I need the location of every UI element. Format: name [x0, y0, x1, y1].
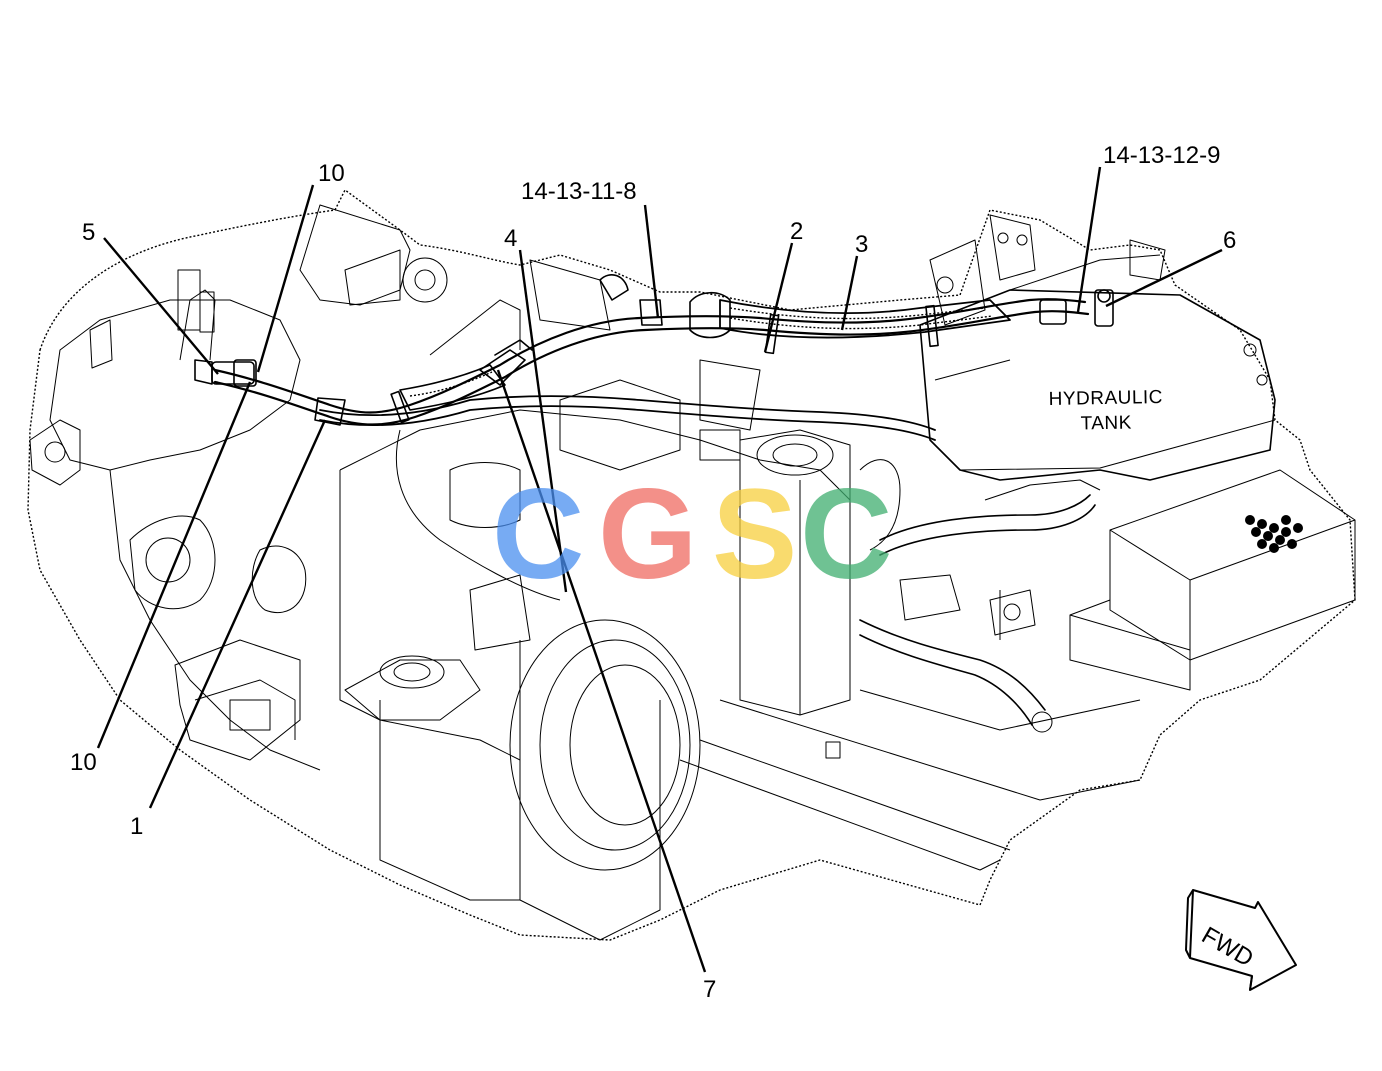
tank-label-line2: TANK — [1080, 413, 1132, 435]
leader-lines — [96, 166, 1223, 973]
leader-3 — [840, 255, 859, 331]
hydraulic-hose-assembly — [194, 274, 1114, 441]
leader-4 — [518, 249, 568, 593]
leader-2 — [763, 242, 794, 353]
watermark-letter-s: S — [712, 463, 797, 606]
callout-6: 6 — [1223, 227, 1236, 254]
watermark-letter-c2: C — [800, 463, 892, 606]
leader-5 — [103, 237, 219, 375]
callout-7: 7 — [703, 976, 716, 1003]
callout-10-bottom: 10 — [70, 749, 97, 776]
hydraulic-tank-label: HYDRAULIC TANK — [1048, 387, 1163, 435]
leader-10-bottom — [96, 381, 252, 749]
battery-terminal-grid — [1245, 515, 1303, 553]
callout-labels: 10 5 4 14-13-11-8 2 3 14-13-12-9 6 10 1 … — [70, 142, 1236, 1003]
callout-2: 2 — [790, 218, 803, 245]
leader-7 — [496, 369, 707, 973]
callout-4: 4 — [504, 225, 517, 252]
leader-14-13-11-8 — [643, 204, 660, 319]
tank-label-line1: HYDRAULIC — [1048, 387, 1163, 410]
watermark-letter-c1: C — [492, 463, 584, 606]
leader-1 — [148, 419, 327, 809]
callout-3: 3 — [855, 231, 868, 258]
callout-10-top: 10 — [318, 160, 345, 187]
watermark: C G S C — [492, 463, 892, 606]
leader-14-13-12-9 — [1076, 166, 1102, 313]
callout-1: 1 — [130, 813, 143, 840]
machine-body-outline — [27, 188, 1356, 941]
callout-14-13-11-8: 14-13-11-8 — [521, 178, 637, 205]
leader-6 — [1105, 248, 1223, 308]
callout-5: 5 — [82, 219, 95, 246]
leader-10-top — [256, 184, 315, 373]
fwd-arrow-icon — [1189, 889, 1297, 991]
watermark-letter-g: G — [598, 463, 698, 606]
fwd-arrow: FWD — [1185, 889, 1297, 991]
callout-14-13-12-9: 14-13-12-9 — [1103, 142, 1220, 169]
